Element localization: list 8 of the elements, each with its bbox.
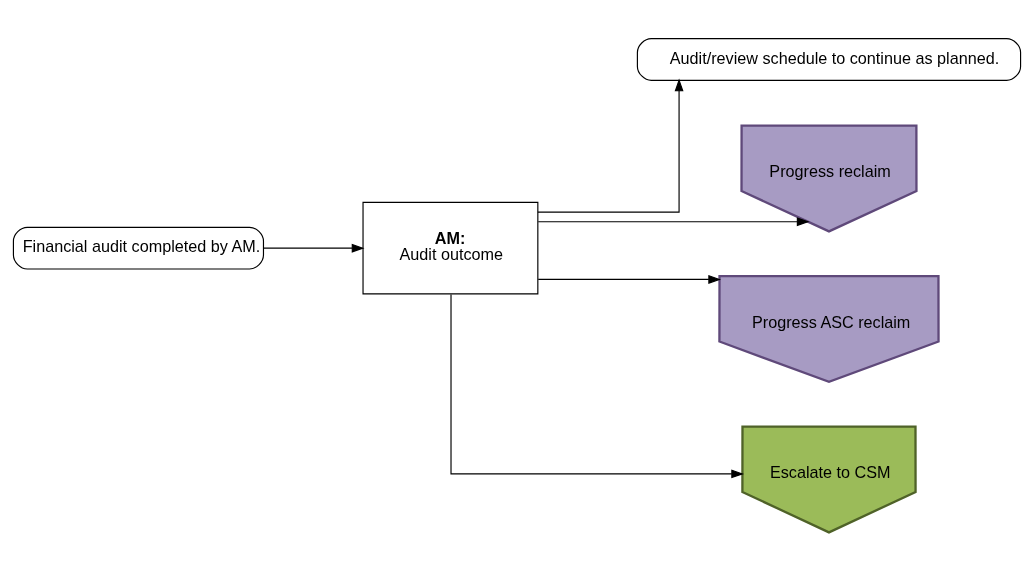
node-box: Financial audit completed by AM.	[12, 226, 265, 270]
arrow	[537, 274, 722, 284]
arrow	[537, 217, 810, 227]
node-box: AM: Audit outcome	[362, 201, 539, 295]
node-box: Audit/review schedule to continue as planned.	[636, 38, 1022, 81]
arrow	[450, 293, 745, 479]
arrow	[262, 243, 365, 253]
arrow	[537, 78, 684, 213]
